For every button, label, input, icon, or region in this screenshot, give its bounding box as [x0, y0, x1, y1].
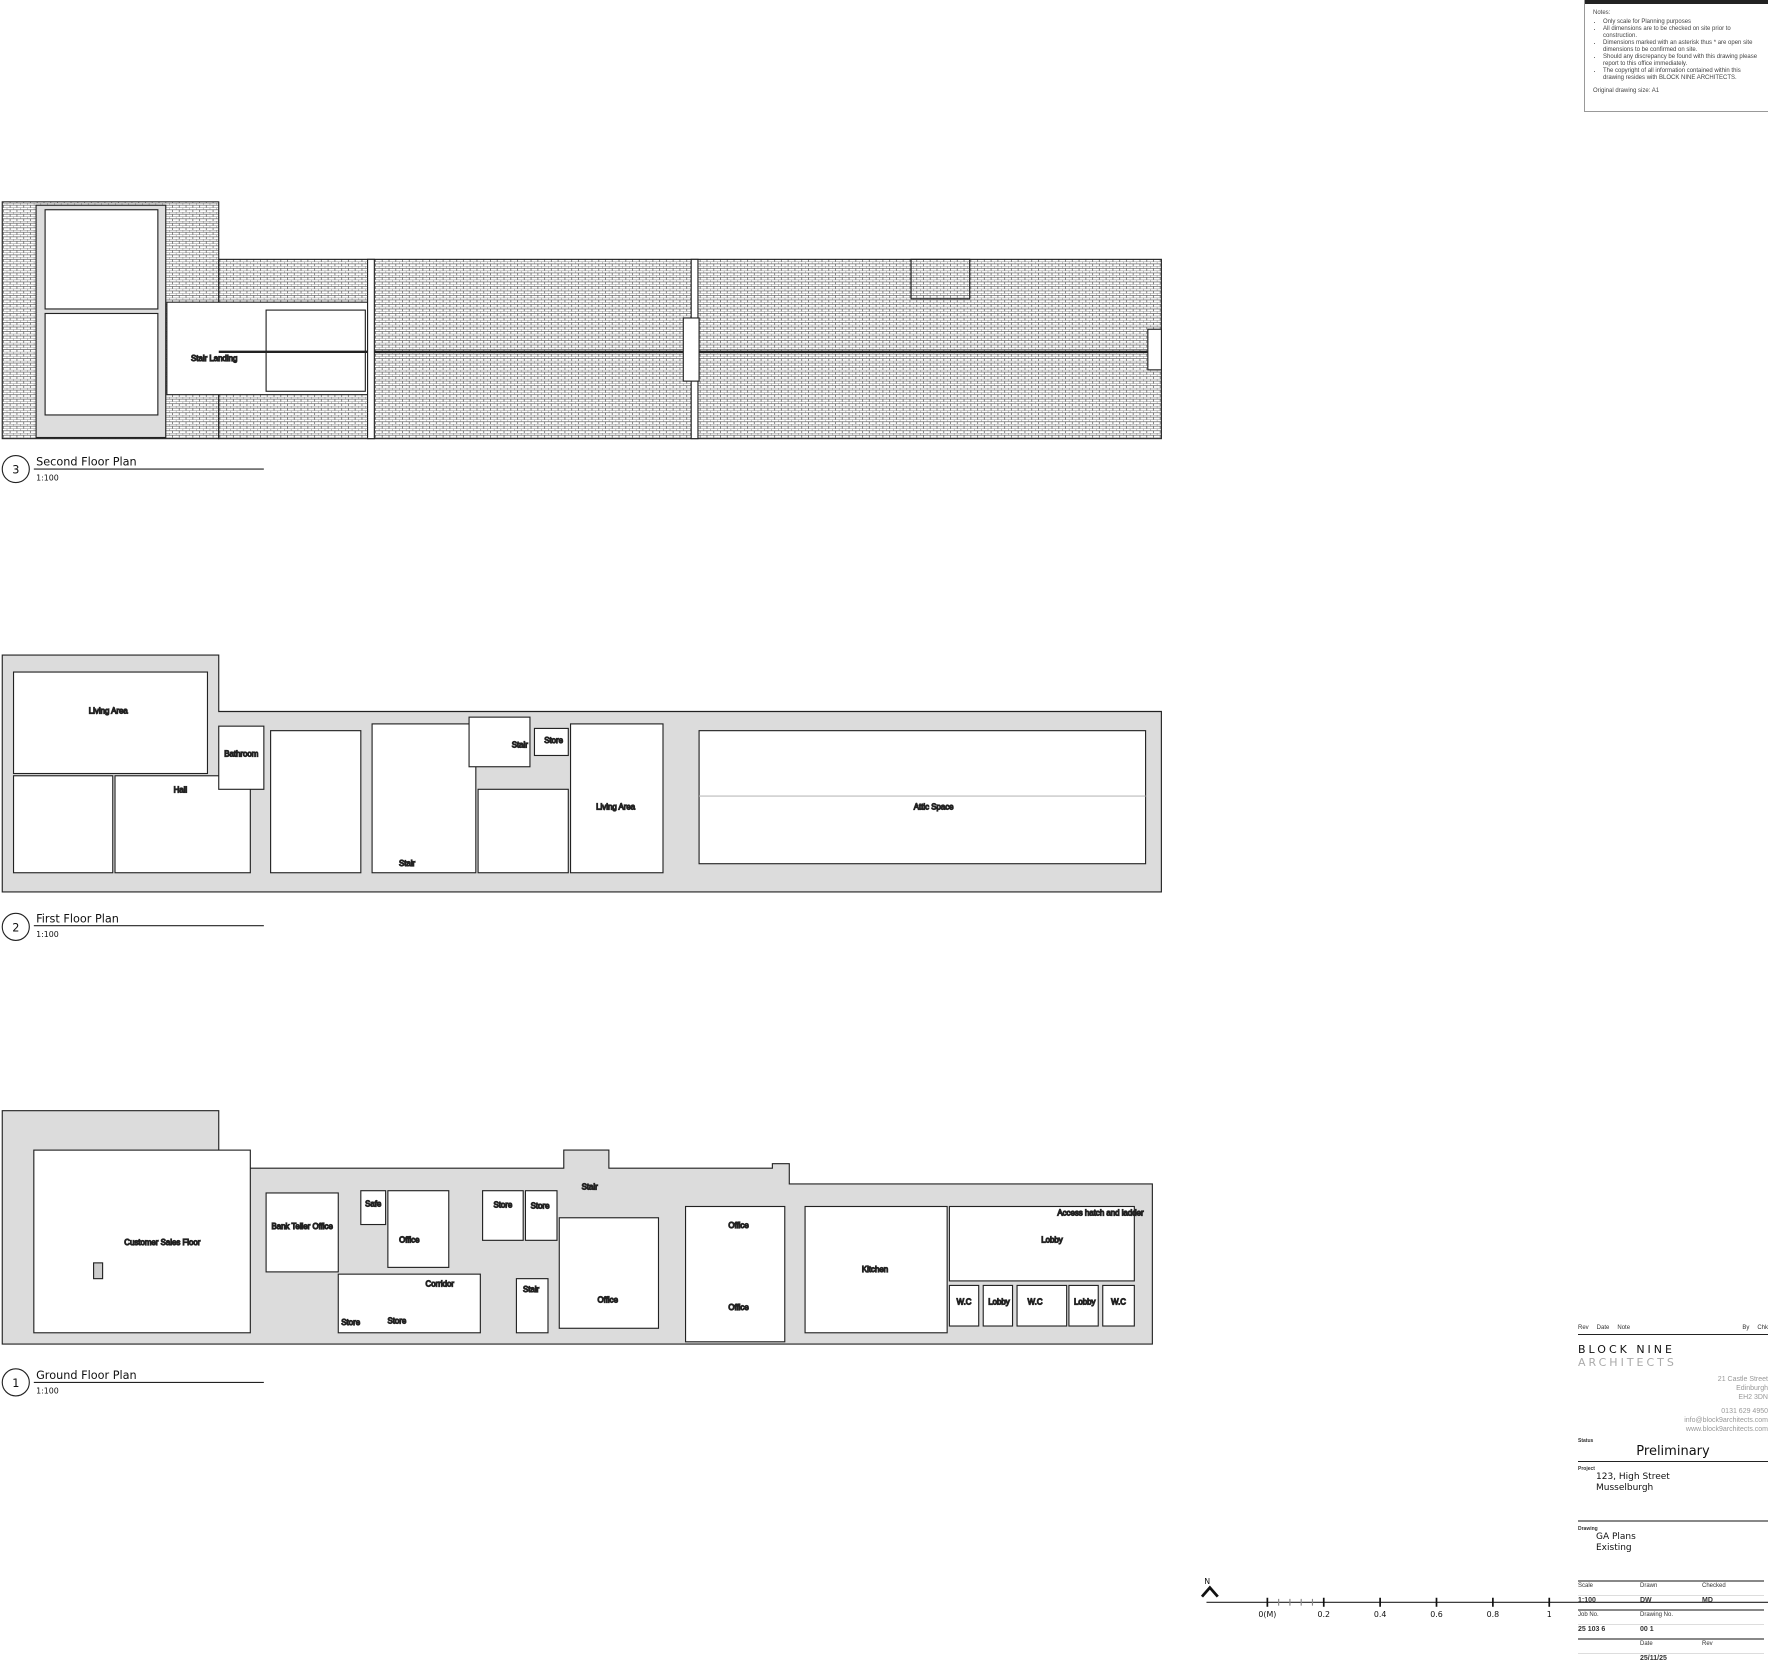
room-label: Stair: [523, 1285, 540, 1294]
svg-text:1: 1: [12, 1377, 19, 1390]
field-value: MD: [1702, 1595, 1764, 1609]
field-value: 25 103 6: [1578, 1624, 1640, 1638]
field-label: Scale: [1578, 1580, 1640, 1595]
field-label: [1578, 1638, 1640, 1653]
room-label: Office: [598, 1295, 619, 1304]
note-item: All dimensions are to be checked on site…: [1603, 26, 1762, 40]
field-label: [1702, 1609, 1764, 1624]
note-item: The copyright of all information contain…: [1603, 68, 1762, 82]
scale-tick-label: 0(M): [1258, 1610, 1276, 1619]
room-label: Lobby: [1041, 1236, 1063, 1245]
room-label: Stair: [399, 859, 416, 868]
room-label: Office: [728, 1221, 749, 1230]
north-label: N: [1204, 1577, 1210, 1586]
note-item: Only scale for Planning purposes: [1603, 19, 1762, 26]
room-label: Store: [544, 736, 563, 745]
room-label: Stair: [582, 1183, 599, 1192]
room-label: Office: [728, 1303, 749, 1312]
web-link[interactable]: www.block9architects.com: [1685, 1426, 1768, 1433]
scale-tick-label: 0.6: [1430, 1610, 1443, 1619]
room-label: Access hatch and ladder: [1057, 1209, 1144, 1218]
room-label: Stair Landing: [191, 354, 237, 363]
room-label: Lobby: [1074, 1298, 1096, 1307]
room-label: Bathroom: [224, 750, 259, 759]
scale-tick-label: 0.4: [1374, 1610, 1387, 1619]
svg-text:1:100: 1:100: [36, 1387, 59, 1396]
room-label: Office: [399, 1236, 420, 1245]
field-label: Drawing No.: [1640, 1609, 1702, 1624]
room-label: Store: [387, 1317, 406, 1326]
note-item: Dimensions marked with an asterisk thus …: [1603, 40, 1762, 54]
room-label: Store: [531, 1202, 550, 1211]
field-value: [1702, 1624, 1764, 1638]
scale-tick-label: 0.8: [1487, 1610, 1500, 1619]
scale-tick-label: 1: [1547, 1610, 1552, 1619]
room-label: W.C: [957, 1298, 972, 1307]
email-link[interactable]: info@block9architects.com: [1684, 1417, 1768, 1424]
svg-text:First Floor Plan: First Floor Plan: [36, 912, 119, 925]
room-label: Kitchen: [862, 1265, 888, 1274]
scale-tick-label: 0.2: [1317, 1610, 1330, 1619]
scale-bar: N 0(M) 0.2 0.4 0.6 0.8 1: [1200, 1577, 1768, 1619]
field-label: Checked: [1702, 1580, 1764, 1595]
field-value: 25/11/25: [1640, 1653, 1702, 1667]
original-size: Original drawing size: A1: [1593, 88, 1660, 94]
svg-text:3: 3: [12, 464, 19, 477]
svg-text:Second Floor Plan: Second Floor Plan: [36, 456, 137, 469]
plan-title-2: 2 First Floor Plan 1:100: [1, 912, 264, 941]
room-label: Attic Space: [914, 803, 954, 812]
field-value: 1:100: [1578, 1595, 1640, 1609]
field-label: Job No.: [1578, 1609, 1640, 1624]
notes-list: Only scale for Planning purposes All dim…: [1593, 19, 1762, 82]
field-value: [1702, 1653, 1764, 1667]
room-label: W.C: [1111, 1298, 1126, 1307]
room-label: Store: [341, 1318, 360, 1327]
room-label: Hall: [174, 786, 188, 795]
plan-title-3: 3 Second Floor Plan 1:100: [1, 454, 264, 484]
north-arrow-icon: [1200, 1585, 1219, 1598]
field-label: Date: [1640, 1638, 1702, 1653]
room-label: Store: [493, 1201, 512, 1210]
room-label: Bank Teller Office: [271, 1222, 333, 1231]
notes-panel: Notes: Only scale for Planning purposes …: [1584, 0, 1768, 112]
room-label: W.C: [1028, 1298, 1043, 1307]
svg-text:1:100: 1:100: [36, 473, 59, 482]
room-label: Corridor: [426, 1280, 455, 1289]
svg-text:Ground Floor Plan: Ground Floor Plan: [36, 1369, 137, 1382]
second-floor-plan: Stair Landing: [1, 201, 1162, 440]
firm-logo: BLOCK NINE ARCHITECTS: [1578, 1343, 1677, 1369]
field-value: 00 1: [1640, 1624, 1702, 1638]
room-label: Stair: [512, 741, 529, 750]
room-label: Safe: [365, 1199, 382, 1208]
note-item: Should any discrepancy be found with thi…: [1603, 54, 1762, 68]
svg-text:2: 2: [12, 921, 19, 934]
room-label: Customer Sales Floor: [124, 1238, 201, 1247]
field-value: DW: [1640, 1595, 1702, 1609]
first-floor-plan: Living Area Bathroom Hall Stair Store St…: [1, 654, 1162, 893]
plan-title-1: 1 Ground Floor Plan 1:100: [1, 1368, 264, 1397]
room-label: Living Area: [596, 803, 636, 812]
field-value: [1578, 1653, 1640, 1667]
svg-text:1:100: 1:100: [36, 930, 59, 939]
field-label: Drawn: [1640, 1580, 1702, 1595]
field-label: Rev: [1702, 1638, 1764, 1653]
room-label: Lobby: [988, 1298, 1010, 1307]
ground-floor-plan: Customer Sales Floor Bank Teller Office …: [1, 1110, 1153, 1345]
room-label: Living Area: [89, 707, 129, 716]
